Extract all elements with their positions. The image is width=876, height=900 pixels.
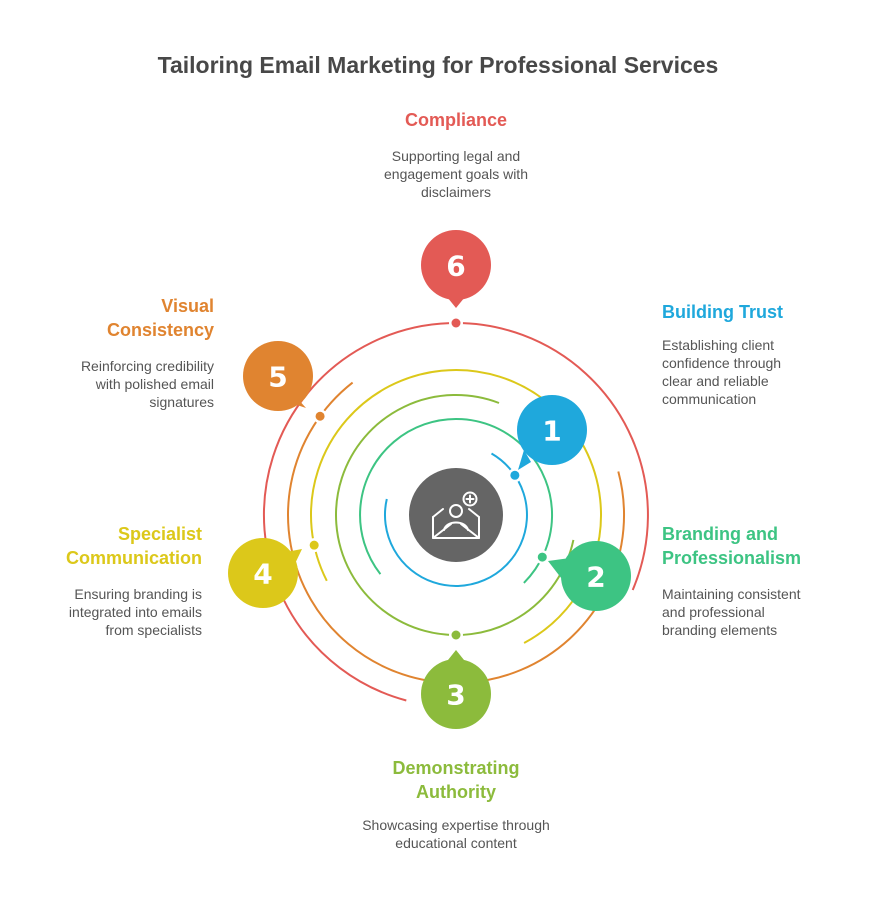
bubble-circle	[228, 538, 298, 608]
desc-line: engagement goals with	[384, 166, 528, 182]
title-line: Consistency	[106, 320, 214, 340]
ring-dot-step-6	[451, 318, 461, 328]
desc-line: Reinforcing credibility	[80, 358, 214, 374]
title-line: Communication	[65, 548, 202, 568]
desc-line: communication	[662, 391, 757, 407]
ring-dot-step-2	[537, 552, 547, 562]
bubble-circle	[561, 541, 631, 611]
ring-dot-step-5	[315, 411, 325, 421]
title-line: Branding and	[662, 524, 778, 544]
desc-line: integrated into emails	[68, 604, 202, 620]
step-3-description: Showcasing expertise through educational…	[306, 816, 606, 852]
step-5-title: Visual Consistency	[14, 294, 214, 342]
step-2-number: 2	[586, 561, 605, 594]
step-6-description: Supporting legal and engagement goals wi…	[306, 147, 606, 201]
step-3-title: Demonstrating Authority	[306, 756, 606, 804]
step-6-number: 6	[446, 250, 465, 283]
step-4-bubble: 4	[228, 538, 302, 608]
desc-line: disclaimers	[420, 184, 491, 200]
desc-line: clear and reliable	[662, 373, 769, 389]
step-5-bubble: 5	[243, 341, 313, 411]
step-5-number: 5	[268, 361, 287, 394]
bubble-circle	[517, 395, 587, 465]
desc-line: Establishing client	[662, 337, 775, 353]
ring-arc-step-1	[384, 452, 528, 587]
step-2-bubble: 2	[548, 541, 631, 611]
step-6-bubble: 6	[421, 230, 491, 308]
title-line: Professionalism	[662, 548, 802, 568]
title-line: Authority	[416, 782, 496, 802]
step-2-title: Branding and Professionalism	[662, 522, 862, 570]
bubble-pointer	[518, 450, 531, 470]
title-line: Visual	[161, 296, 214, 316]
desc-line: branding elements	[662, 622, 778, 638]
diagram-title: Tailoring Email Marketing for Profession…	[157, 52, 719, 78]
step-1-number: 1	[542, 415, 561, 448]
step-6-title: Compliance	[306, 108, 606, 132]
title-line: Building Trust	[662, 302, 783, 322]
ring-arc-step-3	[335, 394, 575, 637]
bubble-circle	[421, 230, 491, 300]
step-4-title: Specialist Communication	[2, 522, 202, 570]
desc-line: and professional	[662, 604, 765, 620]
step-1-title: Building Trust	[662, 300, 862, 324]
title-line: Compliance	[404, 110, 508, 130]
desc-line: confidence through	[662, 355, 782, 371]
desc-line: Maintaining consistent	[662, 586, 801, 602]
ring-dot-step-4	[309, 540, 319, 550]
center-hub	[409, 468, 503, 562]
email-add-user-icon	[432, 491, 480, 539]
ring-arc-step-6	[262, 322, 649, 702]
desc-line: Showcasing expertise through	[362, 817, 550, 833]
ring-dot-step-3	[451, 630, 461, 640]
step-5-description: Reinforcing credibility with polished em…	[14, 357, 214, 411]
desc-line: from specialists	[105, 622, 202, 638]
ring-arc-step-2	[359, 418, 554, 584]
desc-line: with polished email	[95, 376, 214, 392]
desc-line: signatures	[149, 394, 214, 410]
title-line: Specialist	[117, 524, 202, 544]
center-circle	[409, 468, 503, 562]
step-1-description: Establishing client confidence through c…	[662, 336, 862, 408]
step-4-number: 4	[253, 558, 272, 591]
desc-line: Ensuring branding is	[74, 586, 202, 602]
title-line: Demonstrating	[392, 758, 520, 778]
bubble-circle	[421, 659, 491, 729]
ring-dot-step-1	[510, 470, 520, 480]
desc-line: educational content	[395, 835, 517, 851]
step-2-description: Maintaining consistent and professional …	[662, 585, 862, 639]
step-1-bubble: 1	[517, 395, 587, 470]
step-3-bubble: 3	[421, 650, 491, 729]
step-4-description: Ensuring branding is integrated into ema…	[2, 585, 202, 639]
bubble-circle	[243, 341, 313, 411]
step-3-number: 3	[446, 679, 465, 712]
desc-line: Supporting legal and	[391, 148, 521, 164]
